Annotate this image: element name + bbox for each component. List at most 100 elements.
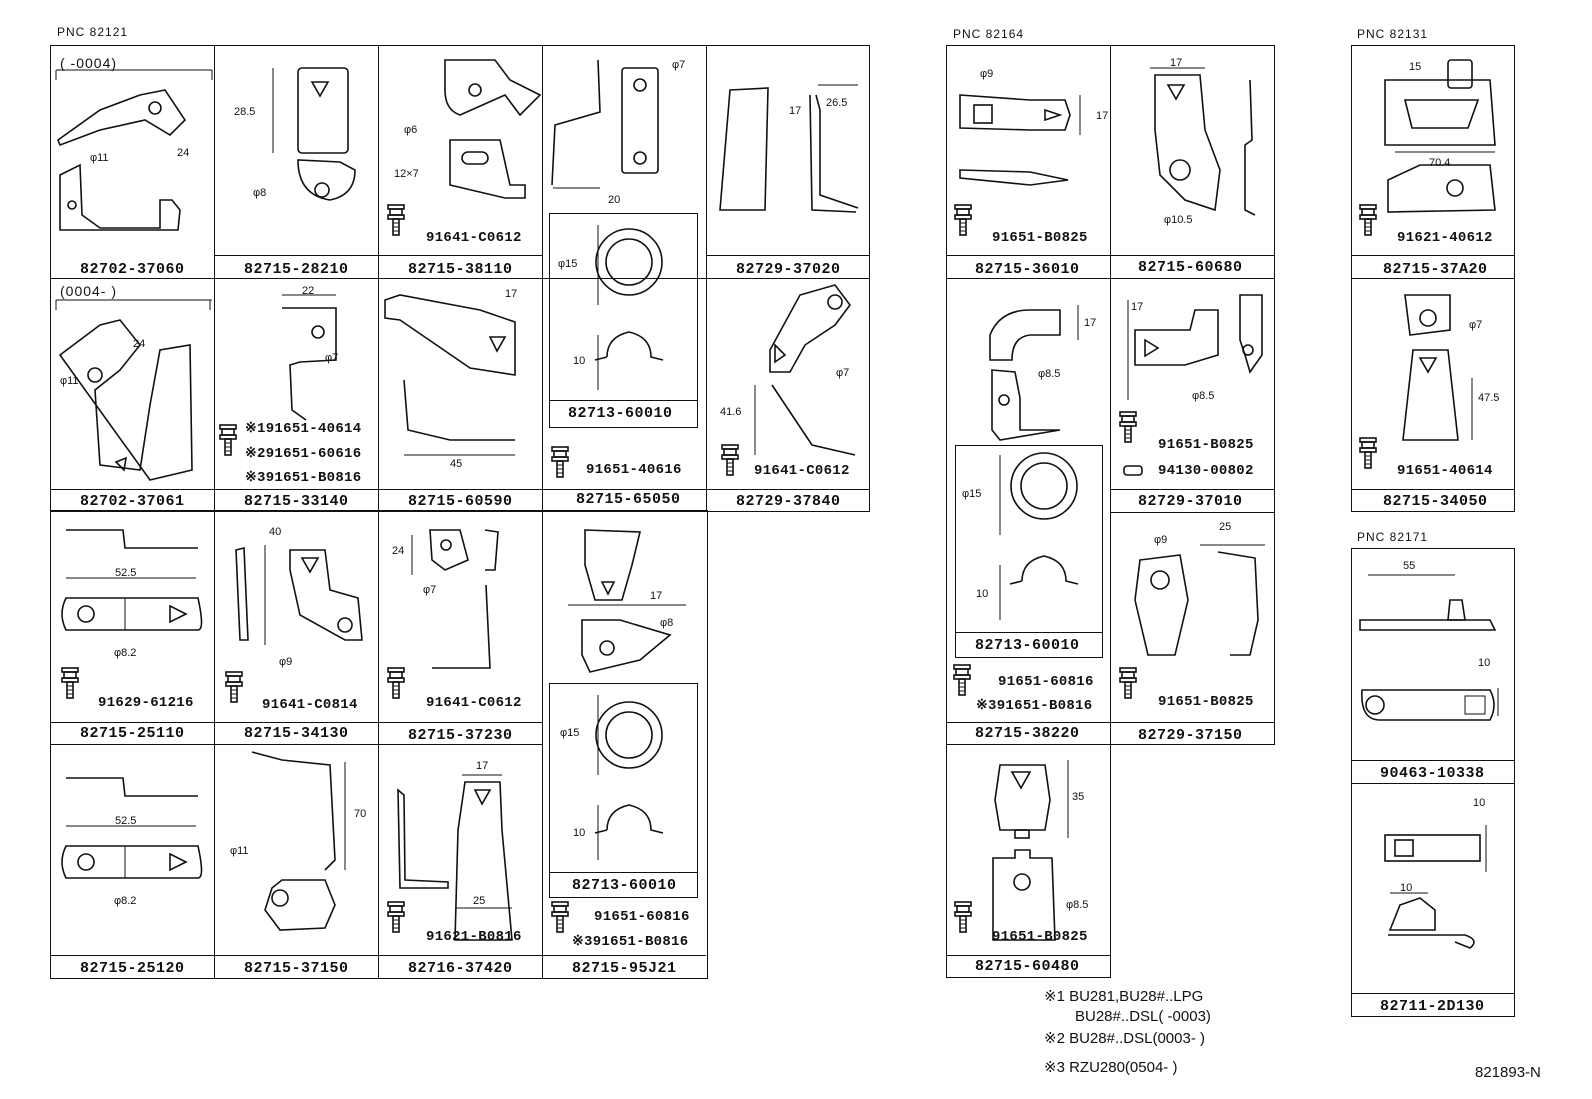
dimension-label: φ11 <box>60 375 79 387</box>
bracket-drawing <box>272 67 356 201</box>
part-number: 82716-37420 <box>408 960 513 977</box>
range-label-from-0004: (0004- ) <box>60 283 118 299</box>
bracket-drawing <box>225 545 363 703</box>
dimension-label: φ8 <box>253 187 267 199</box>
dimension-label: φ9 <box>279 656 293 668</box>
part-number: 82715-36010 <box>975 261 1080 278</box>
dimension-label: 25 <box>1219 521 1232 533</box>
bracket-drawing <box>55 69 213 231</box>
bolt-label: ※391651-B0816 <box>572 934 689 950</box>
dimension-label: 17 <box>1170 57 1183 69</box>
bracket-drawing <box>1359 59 1496 236</box>
part-number: 82715-37230 <box>408 727 513 744</box>
part-number: 82715-28210 <box>244 261 349 278</box>
bolt-label: ※291651-60616 <box>245 446 362 462</box>
dimension-label: 47.5 <box>1478 392 1500 404</box>
part-number: 82713-60010 <box>975 637 1080 654</box>
bracket-drawing <box>219 294 337 456</box>
group-label-82121: PNC 82121 <box>57 25 129 39</box>
divider <box>549 872 698 873</box>
dimension-label: 40 <box>269 526 282 538</box>
dimension-label: φ8.2 <box>114 647 137 659</box>
divider <box>946 255 1275 256</box>
divider <box>946 722 1275 723</box>
bracket-drawing <box>551 59 659 189</box>
part-number: 82713-60010 <box>568 405 673 422</box>
dimension-label: 17 <box>650 590 663 602</box>
dimension-label: φ8.5 <box>1066 899 1089 911</box>
bolt-label: 91621-B0816 <box>426 929 522 945</box>
part-number: 82729-37150 <box>1138 727 1243 744</box>
footnote-1-cont: BU28#..DSL( -0003) <box>1075 1008 1211 1025</box>
bolt-label: ※391651-B0816 <box>976 698 1093 714</box>
bolt-label: 91621-40612 <box>1397 230 1493 246</box>
dimension-label: φ9 <box>980 68 994 80</box>
part-number: 82715-60590 <box>408 493 513 510</box>
dimension-label: 26.5 <box>826 97 848 109</box>
part-number: 82702-37060 <box>80 261 185 278</box>
dimension-label: 10 <box>1400 882 1413 894</box>
dimension-label: φ9 <box>1154 534 1168 546</box>
bolt-label: ※391651-B0816 <box>245 470 362 486</box>
clip-drawing <box>1384 825 1487 949</box>
dimension-label: 17 <box>476 760 489 772</box>
footnote-3: ※3 RZU280(0504- ) <box>1044 1059 1178 1076</box>
part-number: 82715-60680 <box>1138 259 1243 276</box>
part-number: 90463-10338 <box>1380 765 1485 782</box>
divider <box>946 955 1111 956</box>
divider <box>955 632 1103 633</box>
bracket-drawing <box>384 294 516 456</box>
dimension-label: φ7 <box>836 367 850 379</box>
dimension-label: φ15 <box>560 727 580 739</box>
bracket-drawing <box>954 760 1069 941</box>
bolt-label: 91651-B0825 <box>1158 694 1254 710</box>
divider <box>706 278 870 279</box>
divider <box>549 400 698 401</box>
bolt-label: 91651-40614 <box>1397 463 1493 479</box>
part-number: 82729-37840 <box>736 493 841 510</box>
dimension-label: 24 <box>392 545 405 557</box>
part-number: 82715-25120 <box>80 960 185 977</box>
divider <box>214 255 542 256</box>
dimension-label: 52.5 <box>115 567 137 579</box>
bolt-label: 91641-C0814 <box>262 697 358 713</box>
dimension-label: 70 <box>354 808 367 820</box>
dimension-label: 12×7 <box>394 168 419 180</box>
divider <box>1351 489 1515 490</box>
dimension-label: 10 <box>976 588 989 600</box>
divider <box>1351 255 1515 256</box>
divider <box>1351 783 1515 784</box>
bracket-drawing <box>719 84 859 213</box>
part-number: 82702-37061 <box>80 493 185 510</box>
bracket-drawing <box>387 774 513 941</box>
divider <box>1351 760 1515 761</box>
dimension-label: φ11 <box>230 845 249 857</box>
bracket-drawing <box>954 94 1081 236</box>
part-number: 82715-33140 <box>244 493 349 510</box>
part-number: 82715-34130 <box>244 725 349 742</box>
dimension-label: 10 <box>573 355 586 367</box>
part-number: 82715-34050 <box>1383 493 1488 510</box>
dimension-label: 35 <box>1072 791 1085 803</box>
divider <box>50 489 870 490</box>
table-frame <box>946 744 1111 978</box>
footnote-1: ※1 BU281,BU28#..LPG <box>1044 988 1204 1005</box>
bracket-drawing <box>61 777 203 879</box>
table-frame <box>1351 548 1515 1017</box>
bolt-label: 91641-C0612 <box>426 695 522 711</box>
part-number: 82715-65050 <box>576 491 681 508</box>
dimension-label: 10 <box>573 827 586 839</box>
bracket-drawing <box>61 529 203 699</box>
bolt-label: 91651-B0825 <box>992 230 1088 246</box>
part-number: 82713-60010 <box>572 877 677 894</box>
divider <box>1351 993 1515 994</box>
part-number: 82715-37A20 <box>1383 261 1488 278</box>
part-number: 82729-37020 <box>736 261 841 278</box>
bolt-label: 91651-40616 <box>586 462 682 478</box>
dimension-label: φ7 <box>672 59 686 71</box>
divider <box>1110 512 1275 513</box>
bracket-drawing <box>251 751 346 931</box>
dimension-label: φ7 <box>423 584 437 596</box>
divider <box>378 45 379 979</box>
dimension-label: 41.6 <box>720 406 742 418</box>
